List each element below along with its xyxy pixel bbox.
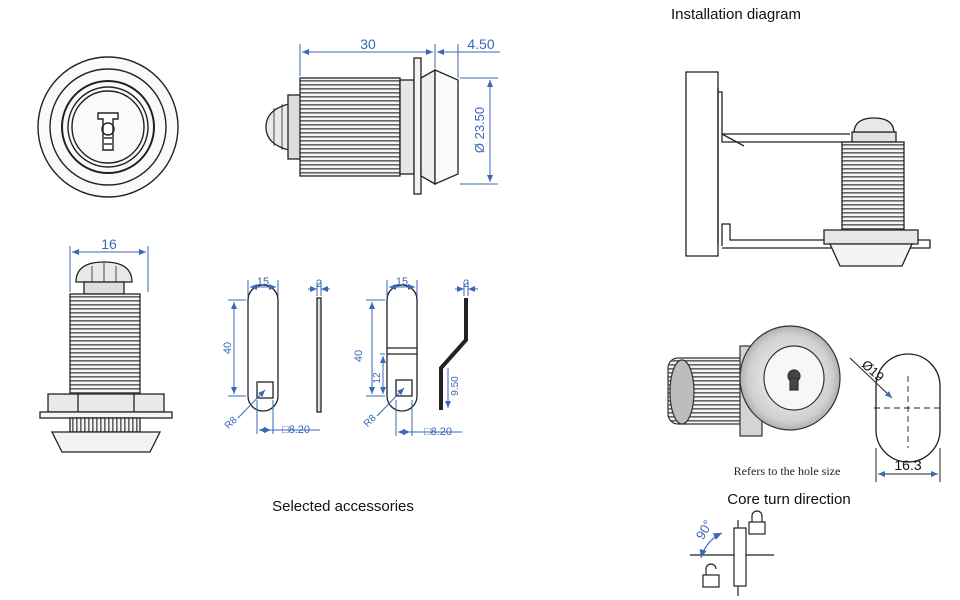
core-turn-caption: Core turn direction: [727, 491, 850, 508]
cam-b-width: 15: [396, 276, 408, 288]
hole-flat: 16.3: [894, 457, 921, 473]
cam-b-thick: 2: [463, 278, 469, 290]
hole-profile: [874, 353, 944, 463]
hole-dimensions: [849, 357, 941, 482]
lock-photo: [667, 325, 841, 437]
cam-a-width: 15: [257, 276, 269, 288]
turn-angle: 90°: [693, 517, 716, 542]
side-view: [265, 57, 459, 195]
dim-flange: 4.50: [467, 36, 494, 52]
side-view-dimensions: [299, 44, 500, 185]
front-view: [37, 56, 179, 198]
cam-b-radius: R8: [362, 413, 379, 430]
accessories-caption: Selected accessories: [272, 498, 414, 515]
vertical-view: [39, 261, 173, 453]
hole-size-note: Refers to the hole size: [734, 464, 841, 478]
lock-closed-icon: [748, 510, 766, 535]
cam-b-dimensions: [366, 280, 478, 436]
core-turn-diagram: [690, 520, 774, 596]
cam-b-bend: 9.50: [450, 376, 461, 396]
vertical-view-dimensions: [69, 246, 149, 292]
dim-length: 30: [360, 36, 376, 52]
cam-a-length: 40: [222, 342, 234, 354]
cam-a-dimensions: [228, 280, 330, 434]
cam-b-square: □8.20: [424, 426, 452, 438]
cam-a-thick: 2: [316, 278, 322, 290]
keyhole-icon: [97, 112, 119, 151]
installation-caption: Installation diagram: [671, 6, 801, 23]
installation-diagram: [685, 71, 931, 267]
cam-a: [247, 284, 322, 413]
cam-b-length: 40: [353, 350, 365, 362]
dim-diameter: Ø 23.50: [472, 107, 487, 153]
dim-width: 16: [101, 236, 117, 252]
cam-a-square: □8.20: [282, 424, 310, 436]
cam-b-offset: 12: [372, 372, 383, 384]
lock-open-icon: [702, 563, 720, 588]
keyhole-icon: [787, 369, 801, 391]
cam-a-radius: R8: [223, 415, 240, 432]
